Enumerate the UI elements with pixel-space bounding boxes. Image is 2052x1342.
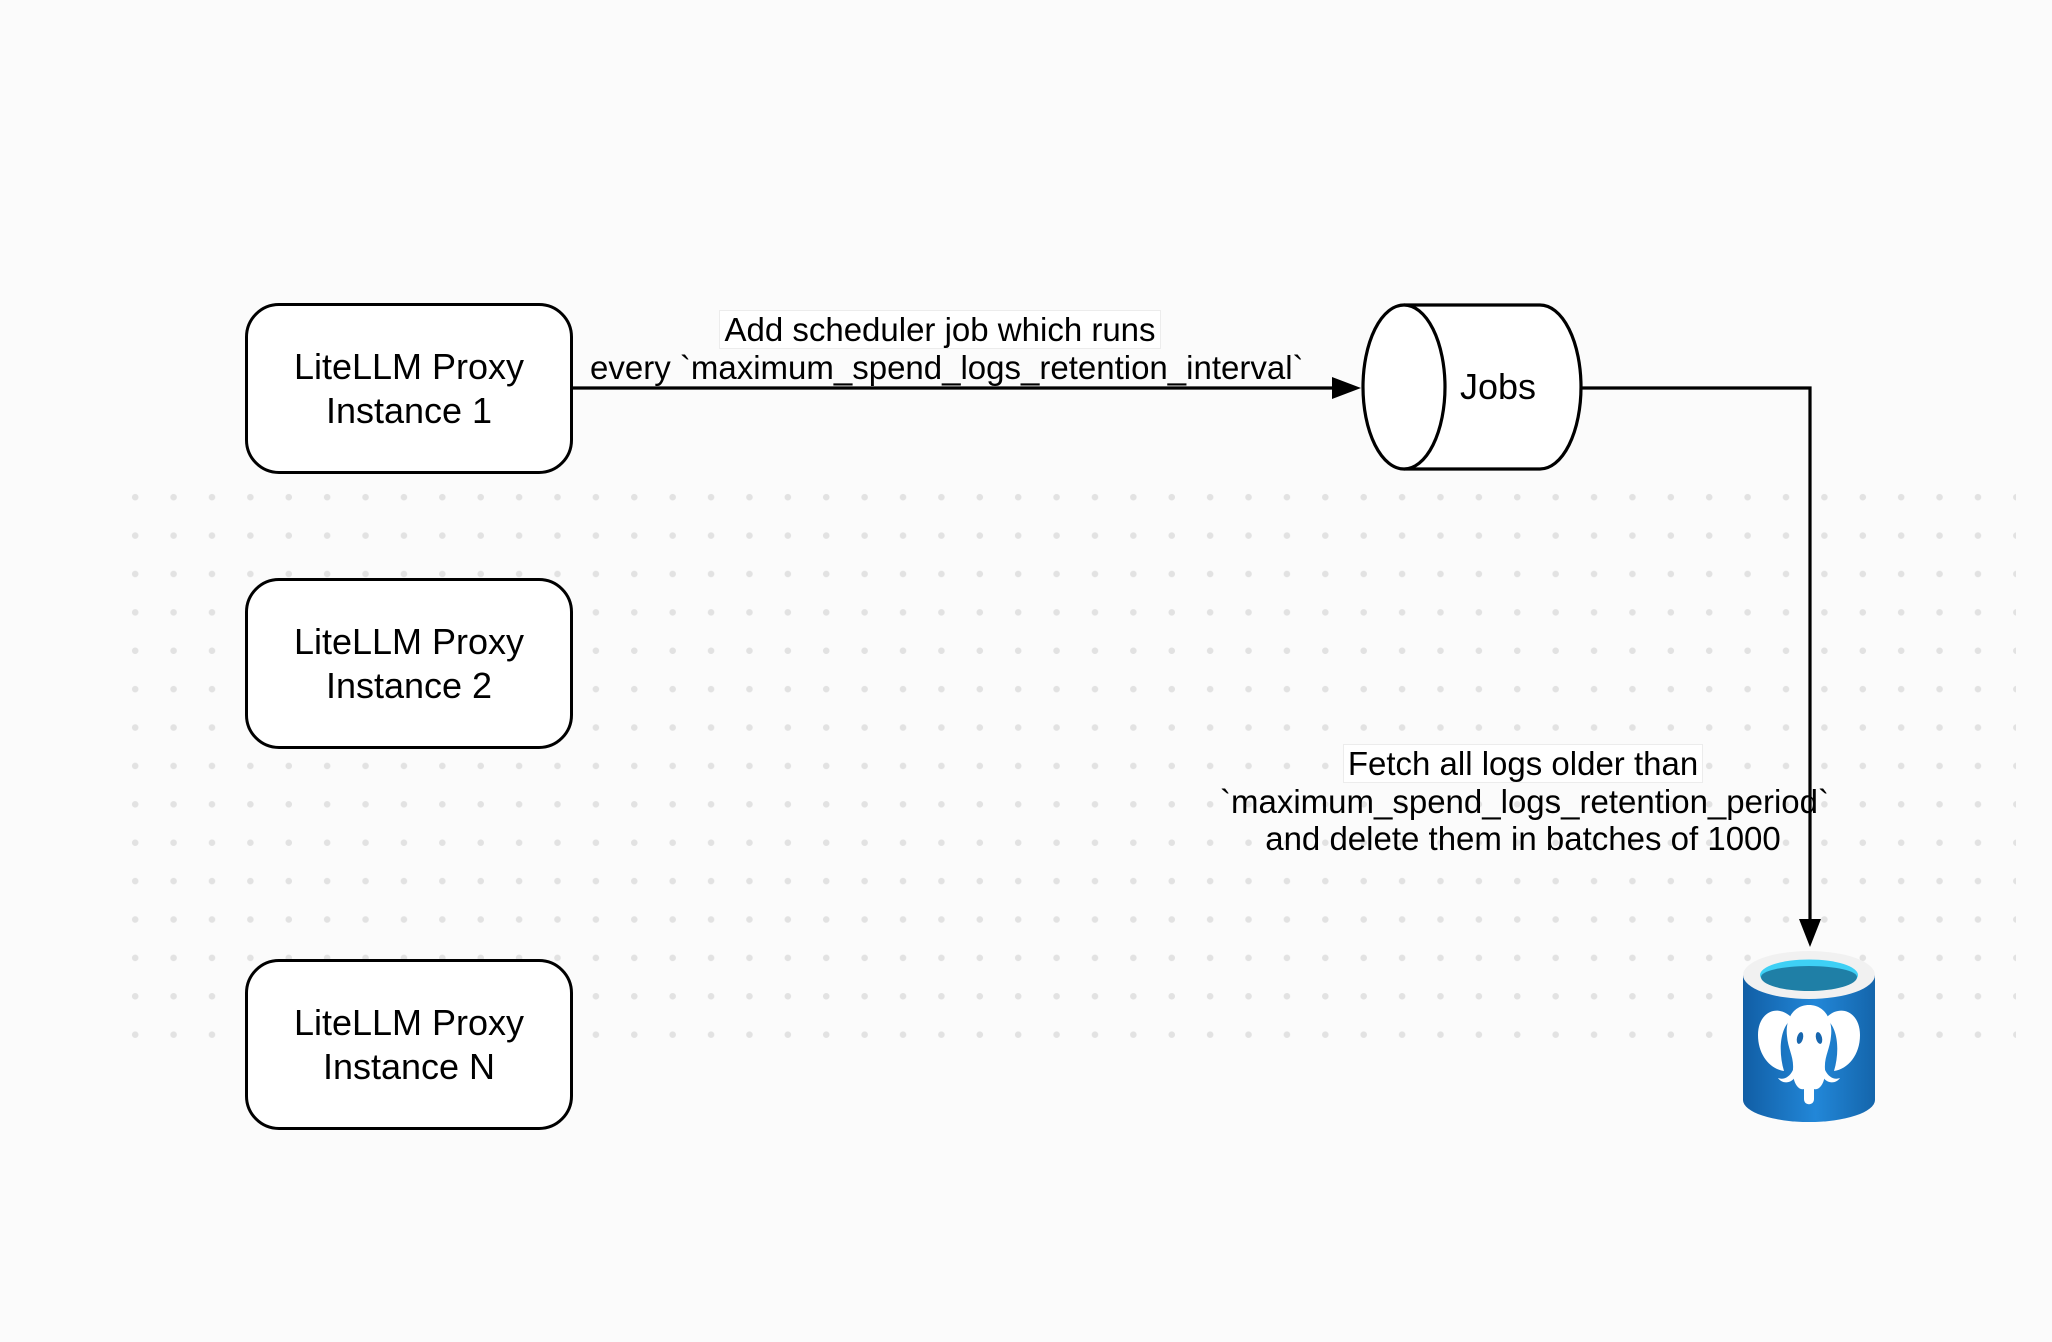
jobs-queue-shape <box>1361 303 1583 471</box>
node-litellm-proxy-instance-n: LiteLLM Proxy Instance N <box>245 959 573 1130</box>
node-litellm-proxy-instance-1: LiteLLM Proxy Instance 1 <box>245 303 573 474</box>
postgres-elephant-icon <box>1758 1005 1860 1105</box>
edge-label-line: and delete them in batches of 1000 <box>1265 820 1781 857</box>
node-label-line: LiteLLM Proxy <box>293 345 525 387</box>
jobs-queue-label: Jobs <box>1459 366 1537 407</box>
edge-label-line: Add scheduler job which runs <box>719 310 1161 349</box>
edge-jobs-to-postgres <box>1581 386 1821 947</box>
node-label-line: Instance 1 <box>325 389 493 431</box>
node-label-line: Instance N <box>322 1045 496 1087</box>
arrowhead-right-icon <box>1332 377 1361 399</box>
node-litellm-proxy-instance-2: LiteLLM Proxy Instance 2 <box>245 578 573 749</box>
edge-label-line: `maximum_spend_logs_retention_period` <box>1220 783 1830 820</box>
edge-proxy1-to-jobs <box>570 377 1361 399</box>
node-label-line: LiteLLM Proxy <box>293 620 525 662</box>
edge-label-add-scheduler-job: Add scheduler job which runs every `maxi… <box>590 310 1304 386</box>
postgresql-database-icon <box>1743 951 1875 1122</box>
node-label-line: Instance 2 <box>325 664 493 706</box>
arrowhead-down-icon <box>1799 919 1821 947</box>
edge-label-line: every `maximum_spend_logs_retention_inte… <box>590 349 1304 386</box>
edge-label-line: Fetch all logs older than <box>1342 744 1704 783</box>
node-label-line: LiteLLM Proxy <box>293 1001 525 1043</box>
edge-label-fetch-logs: Fetch all logs older than `maximum_spend… <box>1220 744 1830 857</box>
